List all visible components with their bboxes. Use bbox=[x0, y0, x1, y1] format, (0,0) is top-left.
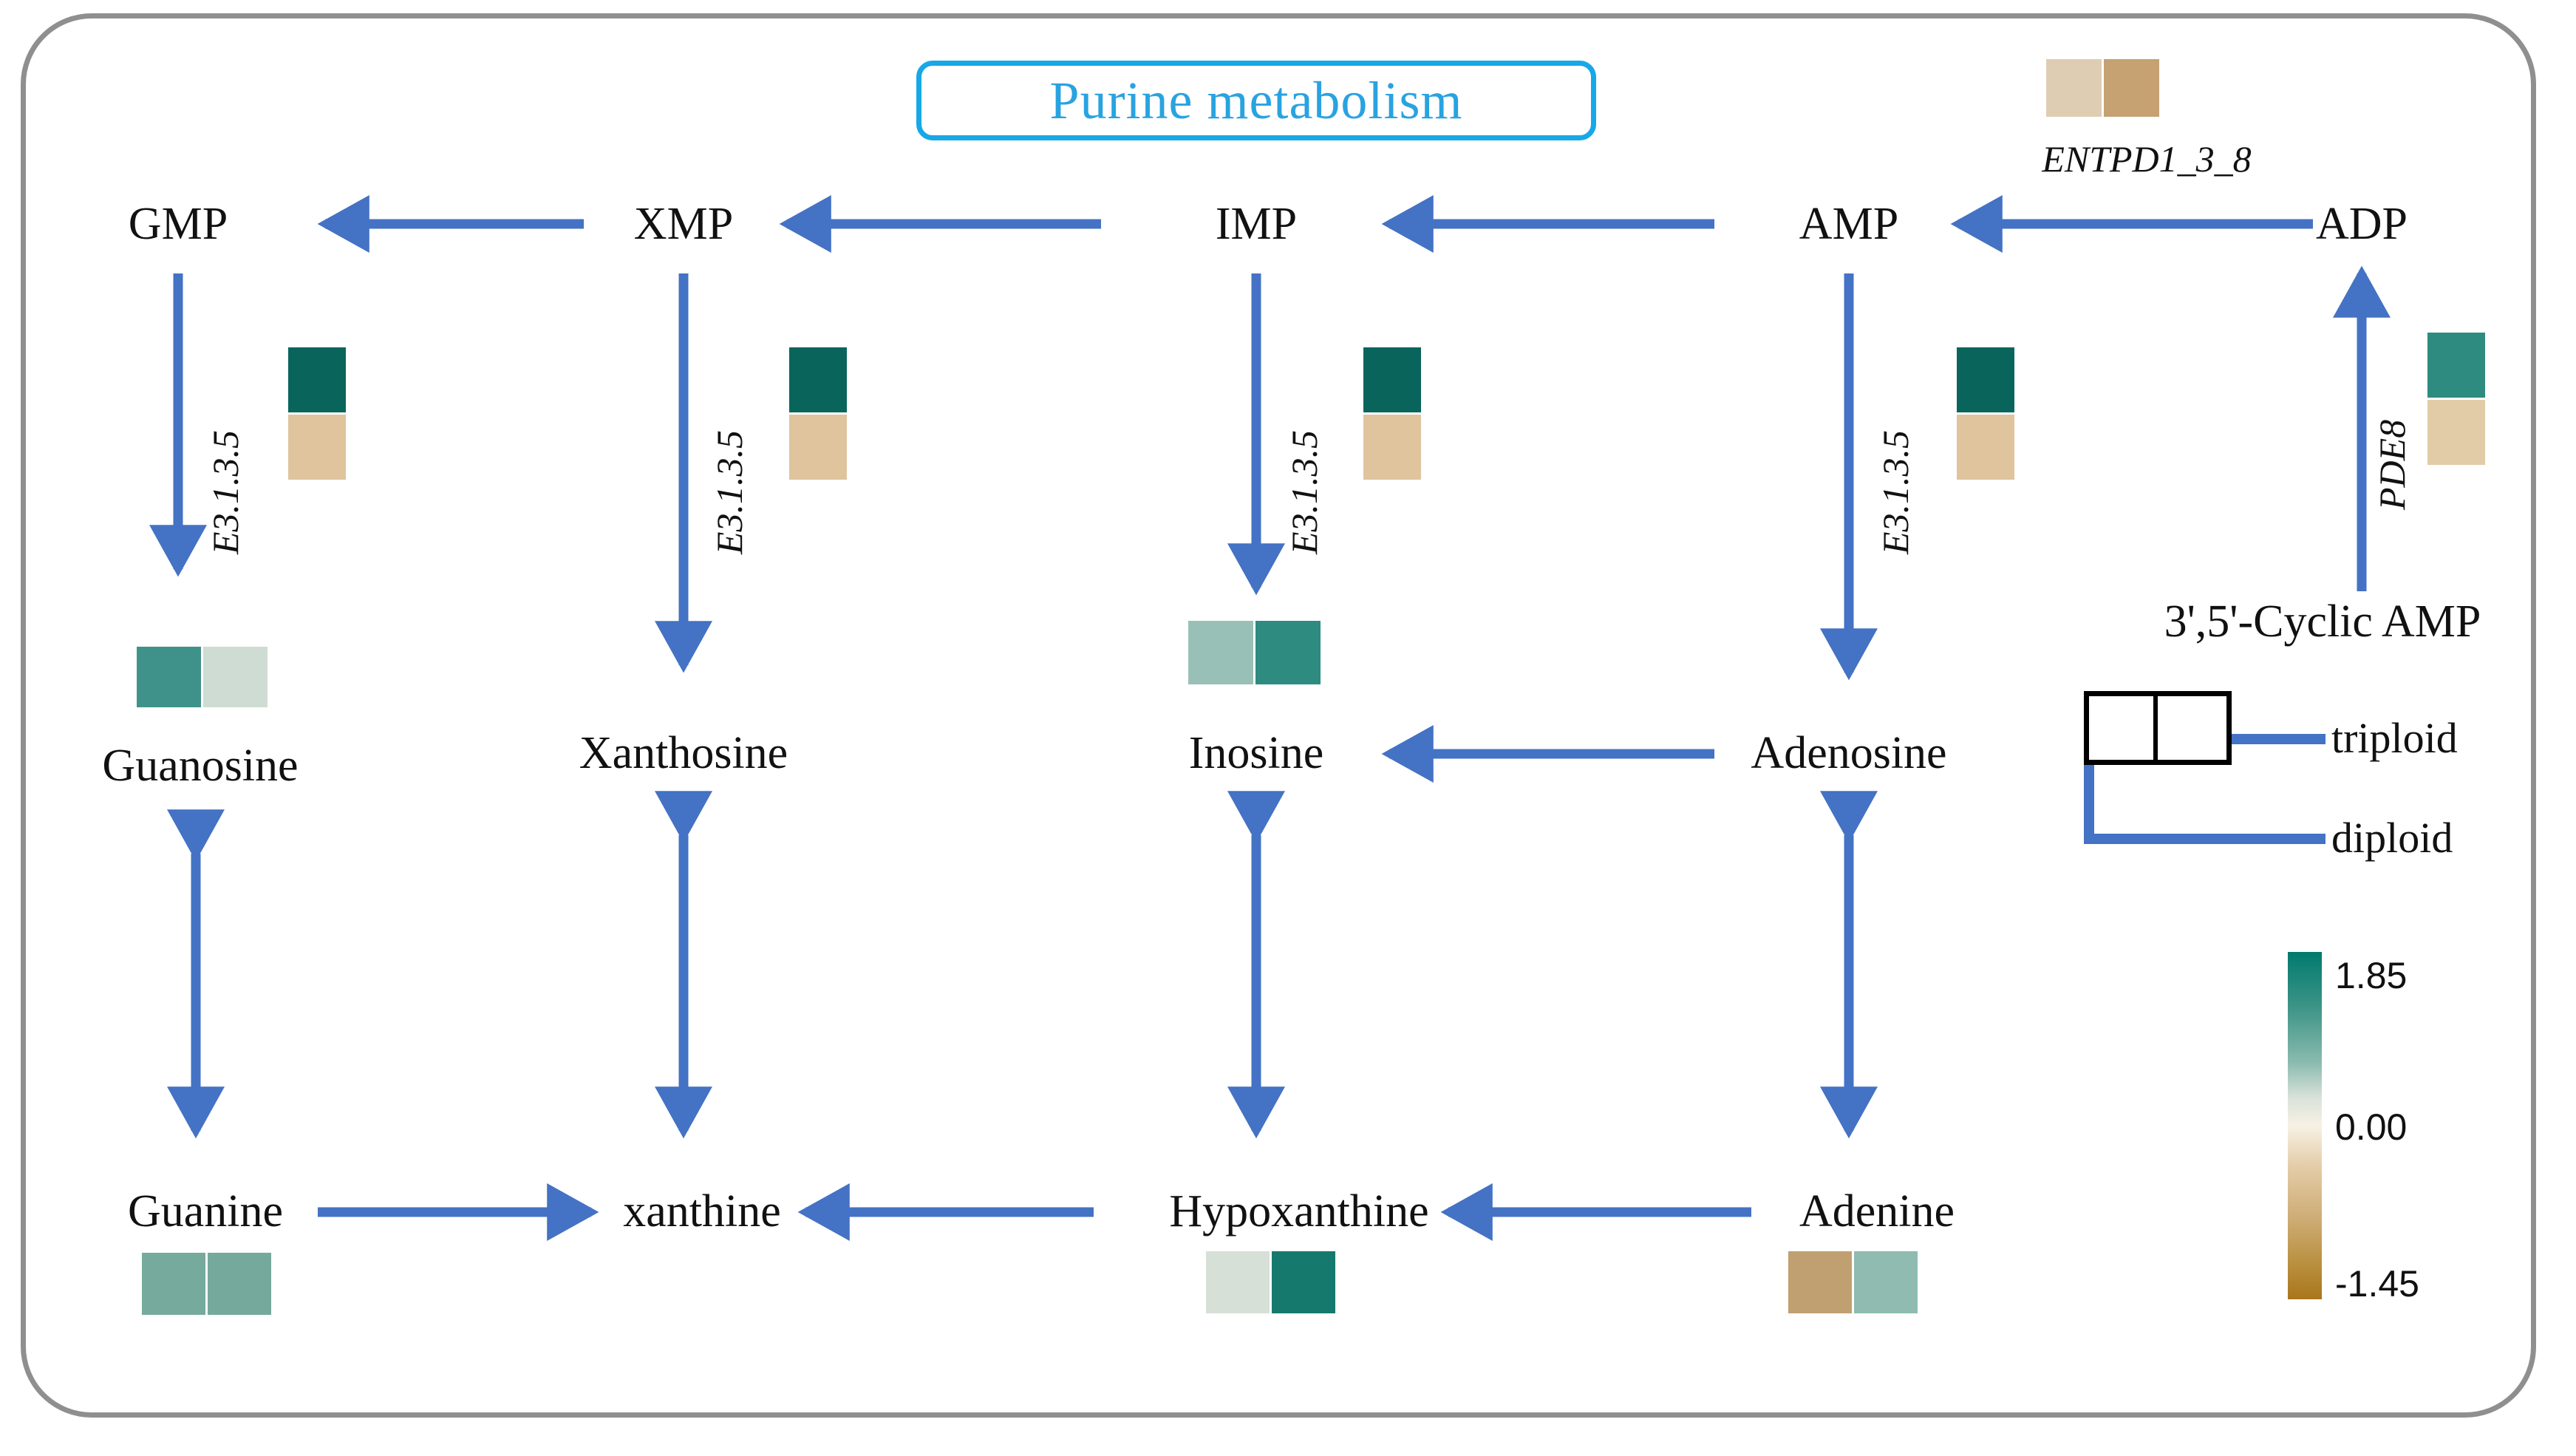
heatmap-cell-diploid bbox=[288, 415, 346, 480]
heatmap-e-imp[interactable] bbox=[1363, 347, 1421, 480]
legend-key-box bbox=[2084, 691, 2232, 765]
heatmap-cell-triploid bbox=[1255, 621, 1321, 684]
heatmap-hypoxanthine[interactable] bbox=[1206, 1251, 1335, 1313]
title-banner: Purine metabolism bbox=[916, 61, 1596, 140]
legend-key-cell-diploid bbox=[2089, 696, 2158, 760]
heatmap-cell-triploid bbox=[1854, 1251, 1918, 1313]
heatmap-cell-diploid bbox=[1188, 621, 1253, 684]
node-adenine[interactable]: Adenine bbox=[1799, 1186, 1955, 1236]
heatmap-cell-diploid bbox=[1957, 415, 2014, 480]
heatmap-adenine[interactable] bbox=[1788, 1251, 1918, 1313]
legend-key-cell-triploid bbox=[2158, 696, 2226, 760]
enzyme-label-amp: E3.1.3.5 bbox=[1875, 429, 1916, 554]
node-camp[interactable]: 3',5'-Cyclic AMP bbox=[2164, 596, 2481, 647]
node-guanosine[interactable]: Guanosine bbox=[102, 741, 299, 791]
node-guanine[interactable]: Guanine bbox=[127, 1186, 284, 1236]
heatmap-e-gmp[interactable] bbox=[288, 347, 346, 480]
node-gmp[interactable]: GMP bbox=[128, 199, 228, 249]
colorbar bbox=[2288, 952, 2322, 1299]
heatmap-cell-triploid bbox=[789, 347, 847, 412]
node-imp[interactable]: IMP bbox=[1215, 199, 1298, 249]
page-title: Purine metabolism bbox=[1049, 71, 1463, 130]
heatmap-e-xmp[interactable] bbox=[789, 347, 847, 480]
legend-label-triploid: triploid bbox=[2331, 714, 2458, 762]
heatmap-cell-diploid bbox=[1206, 1251, 1270, 1313]
enzyme-label-xmp: E3.1.3.5 bbox=[709, 429, 750, 554]
heatmap-cell-diploid bbox=[1788, 1251, 1852, 1313]
heatmap-cell-diploid bbox=[2046, 59, 2102, 117]
node-inosine[interactable]: Inosine bbox=[1188, 728, 1324, 778]
heatmap-inosine[interactable] bbox=[1188, 621, 1321, 684]
enzyme-label-imp: E3.1.3.5 bbox=[1284, 429, 1325, 554]
node-xanthosine[interactable]: Xanthosine bbox=[579, 728, 788, 778]
heatmap-cell-triploid bbox=[208, 1253, 271, 1315]
heatmap-cell-triploid bbox=[1272, 1251, 1335, 1313]
heatmap-cell-diploid bbox=[142, 1253, 205, 1315]
heatmap-guanine[interactable] bbox=[142, 1253, 271, 1315]
colorbar-tick-max: 1.85 bbox=[2335, 955, 2408, 996]
heatmap-cell-triploid bbox=[1957, 347, 2014, 412]
heatmap-cell-diploid bbox=[1363, 415, 1421, 480]
node-adenosine[interactable]: Adenosine bbox=[1751, 728, 1947, 778]
node-xmp[interactable]: XMP bbox=[633, 199, 734, 249]
heatmap-pde8[interactable] bbox=[2427, 333, 2485, 465]
heatmap-cell-triploid bbox=[288, 347, 346, 412]
enzyme-label-gmp: E3.1.3.5 bbox=[205, 429, 246, 554]
heatmap-cell-diploid bbox=[2427, 400, 2485, 465]
heatmap-cell-triploid bbox=[2427, 333, 2485, 398]
node-adp[interactable]: ADP bbox=[2315, 199, 2408, 249]
heatmap-cell-triploid bbox=[2104, 59, 2159, 117]
heatmap-cell-triploid bbox=[1363, 347, 1421, 412]
heatmap-cell-triploid bbox=[203, 647, 268, 707]
heatmap-e-amp[interactable] bbox=[1957, 347, 2014, 480]
diagram-frame bbox=[21, 13, 2536, 1418]
colorbar-tick-mid: 0.00 bbox=[2335, 1106, 2408, 1148]
heatmap-cell-diploid bbox=[789, 415, 847, 480]
heatmap-cell-diploid bbox=[137, 647, 201, 707]
node-amp[interactable]: AMP bbox=[1799, 199, 1899, 249]
heatmap-entpd[interactable] bbox=[2046, 59, 2159, 117]
node-xanthine[interactable]: xanthine bbox=[623, 1186, 781, 1236]
enzyme-label-pde8: PDE8 bbox=[2371, 419, 2413, 510]
heatmap-guanosine[interactable] bbox=[137, 647, 268, 707]
legend-label-diploid: diploid bbox=[2331, 814, 2453, 862]
node-hypoxanthine[interactable]: Hypoxanthine bbox=[1169, 1186, 1429, 1236]
enzyme-label-entpd: ENTPD1_3_8 bbox=[2042, 138, 2252, 180]
colorbar-tick-min: -1.45 bbox=[2335, 1263, 2419, 1304]
